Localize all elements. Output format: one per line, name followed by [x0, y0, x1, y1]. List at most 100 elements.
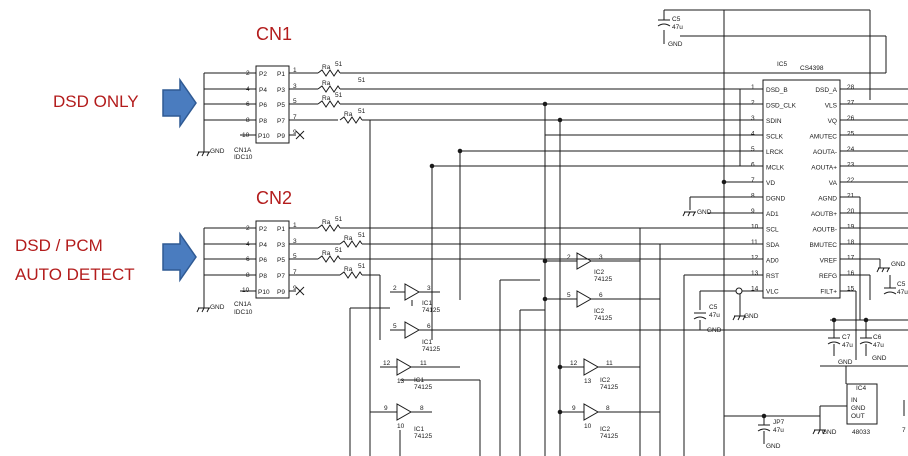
ic-ref: IC5 [777, 61, 788, 68]
ic5-pin-name: AGND [818, 196, 837, 203]
cn1-resistor [317, 100, 341, 108]
connector-ref: CN1A [234, 147, 252, 154]
ic5-pin-name: REFG [819, 273, 837, 280]
capacitor [757, 416, 771, 444]
gnd-label: GND [697, 209, 712, 216]
resistor-value: 51 [358, 108, 366, 115]
cn2-resistor [339, 240, 363, 248]
pin-label: P4 [259, 87, 267, 94]
cap-value: 47u [773, 427, 784, 434]
resistor-value: 51 [335, 92, 343, 99]
ic2-buffer-unit [560, 358, 640, 376]
resistor-value: 51 [358, 232, 366, 239]
ic5-pin-name: VA [829, 180, 838, 187]
ic2-buffer-unit [545, 252, 640, 270]
connector-part: IDC10 [234, 309, 253, 316]
resistor-value: 51 [358, 263, 366, 270]
cap-value: 47u [897, 289, 908, 296]
ic4-body [846, 383, 878, 425]
cn1-resistor [339, 116, 363, 124]
cap-ref: C5 [709, 304, 718, 311]
cn2-resistor [339, 271, 363, 279]
ic5-pin-name: SCL [766, 227, 779, 234]
pin-number: 8 [246, 272, 250, 279]
ic5-pin-number: 18 [847, 239, 855, 246]
pin-number: 10 [242, 287, 250, 294]
arrow-icon [162, 77, 197, 129]
capacitor [657, 19, 671, 27]
pin-number: 1 [293, 67, 297, 74]
resistor-value: 51 [335, 247, 343, 254]
ic5-pin-name: VD [766, 180, 775, 187]
gnd-label: GND [766, 443, 781, 450]
buffer-pin: 3 [427, 285, 431, 292]
ic4-pin: GND [851, 405, 866, 412]
ic5-left-pin-stubs [460, 88, 763, 292]
edge-label: 7 [902, 427, 906, 434]
buffer-pin: 13 [397, 378, 405, 385]
pin-number: 7 [293, 114, 297, 121]
ic4-pin: IN [851, 397, 858, 404]
ic5-pin-number: 22 [847, 177, 855, 184]
ic5-pin-name: AOUTA+ [811, 165, 837, 172]
cap-value: 47u [709, 312, 720, 319]
auto-detect-line1: DSD / PCM [15, 236, 103, 255]
ic5-body [762, 79, 841, 299]
buffer-pin: 5 [393, 323, 397, 330]
ic5-pin-number: 12 [751, 255, 759, 262]
buffer-part: 74125 [422, 307, 440, 314]
ic5-pin-name: DSD_A [815, 87, 837, 94]
ic5-pin-number: 17 [847, 255, 855, 262]
buffer-pin: 3 [599, 254, 603, 261]
capacitor [859, 320, 873, 356]
pin-label: P3 [277, 87, 285, 94]
ic5-pin-name: FILT+ [820, 289, 837, 296]
ic5-pin-number: 16 [847, 270, 855, 277]
pin-number: 7 [293, 269, 297, 276]
auto-detect-line2: AUTO DETECT [15, 265, 135, 284]
ic5-pin-name: VQ [828, 118, 837, 125]
cap-ref: C5 [672, 16, 681, 23]
ic-ref: IC4 [856, 385, 867, 392]
ic5-pin-name: VLC [766, 289, 779, 296]
pin-label: P9 [277, 133, 285, 140]
ic1-buffer-unit [370, 403, 432, 421]
buffer-ref: IC1 [414, 426, 425, 433]
cn1-title: CN1 [256, 24, 293, 44]
buffer-pin: 12 [570, 360, 578, 367]
pin-number: 9 [293, 285, 297, 292]
ic4-pin: OUT [851, 413, 865, 420]
resistor-value: 51 [335, 216, 343, 223]
ic5-pin-number: 8 [751, 193, 755, 200]
cap-value: 47u [873, 342, 884, 349]
gnd-label: GND [891, 261, 906, 268]
pin-label: P2 [259, 226, 267, 233]
ic2-buffer-unit [560, 403, 660, 421]
connector-ref: CN1A [234, 301, 252, 308]
buffer-pin: 9 [384, 405, 388, 412]
buffer-ref: IC1 [422, 300, 433, 307]
buffer-pin: 8 [420, 405, 424, 412]
ic5-pin-number: 24 [847, 146, 855, 153]
gnd-label: GND [822, 429, 837, 436]
cap-ref: C7 [842, 334, 851, 341]
pin-label: P10 [258, 289, 270, 296]
pin-label: P6 [259, 102, 267, 109]
buffer-pin: 12 [383, 360, 391, 367]
gnd-label: GND [838, 359, 853, 366]
ic5-pin-name: AMUTEC [810, 134, 838, 141]
buffer-pin: 2 [393, 285, 397, 292]
ic5-pin-name: RST [766, 273, 779, 280]
pin-label: P8 [259, 273, 267, 280]
ic5-pin-number: 5 [751, 146, 755, 153]
buffer-ref: IC2 [600, 426, 611, 433]
ic5-pin-name: VREF [820, 258, 837, 265]
pin-number: 10 [242, 132, 250, 139]
ic5-pin-name: DGND [766, 196, 785, 203]
gnd-label: GND [744, 313, 759, 320]
ic1-buffer-unit [390, 321, 908, 339]
ic5-pin-number: 28 [847, 84, 855, 91]
pin-label: P4 [259, 242, 267, 249]
buffer-pin: 5 [567, 292, 571, 299]
buffer-part: 74125 [594, 315, 612, 322]
